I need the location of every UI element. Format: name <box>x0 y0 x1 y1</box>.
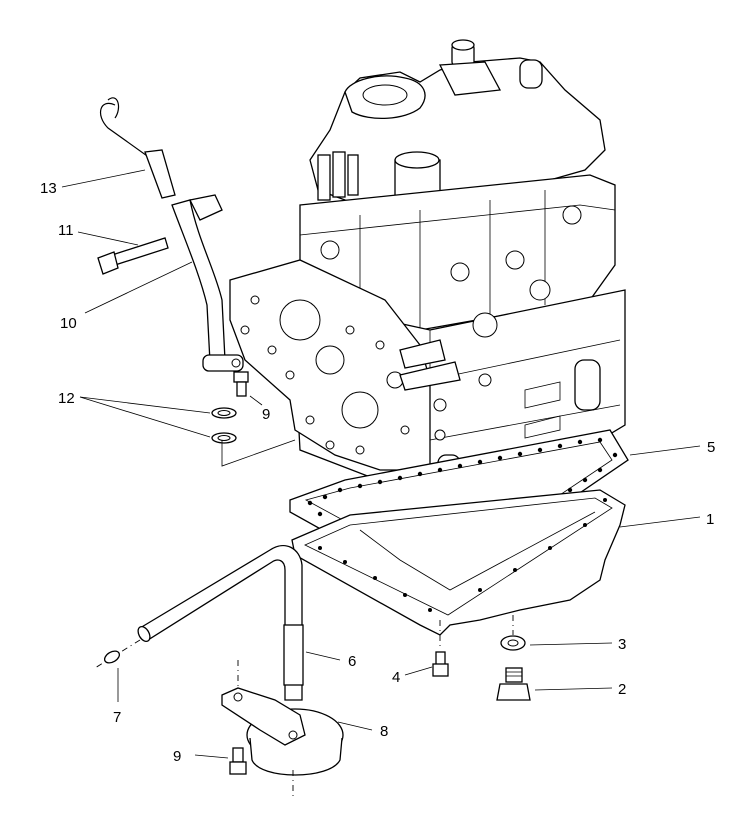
callout-5: 5 <box>707 439 715 456</box>
o-ring-7 <box>103 650 121 664</box>
callout-9-lower: 9 <box>173 748 181 765</box>
bolt-4 <box>432 620 449 677</box>
bolt-9-upper <box>233 371 249 397</box>
callout-1: 1 <box>706 511 714 528</box>
drain-plug-2 <box>496 667 531 701</box>
oil-strainer-8 <box>221 660 344 800</box>
callout-11: 11 <box>58 222 74 239</box>
callout-10: 10 <box>60 315 77 332</box>
washer-3 <box>500 615 526 651</box>
callout-9-upper: 9 <box>262 406 270 423</box>
oil-pan <box>291 489 626 636</box>
callouts: 1 2 3 4 5 6 7 8 9 9 10 11 12 13 <box>40 180 715 765</box>
bolt-9-lower <box>229 747 247 775</box>
callout-12: 12 <box>58 390 75 407</box>
bolt-11 <box>97 237 169 275</box>
engine-block <box>229 39 626 501</box>
callout-13: 13 <box>40 180 57 197</box>
dipstick-13 <box>99 97 176 199</box>
callout-4: 4 <box>392 669 400 686</box>
callout-2: 2 <box>618 681 626 698</box>
leader-lines <box>61 169 701 759</box>
o-rings-12 <box>211 407 296 467</box>
dipstick-tube-10 <box>171 194 244 372</box>
callout-7: 7 <box>113 709 121 726</box>
callout-6: 6 <box>348 653 356 670</box>
oil-pickup-tube-6 <box>94 545 304 701</box>
callout-3: 3 <box>618 636 626 653</box>
callout-8: 8 <box>380 723 388 740</box>
